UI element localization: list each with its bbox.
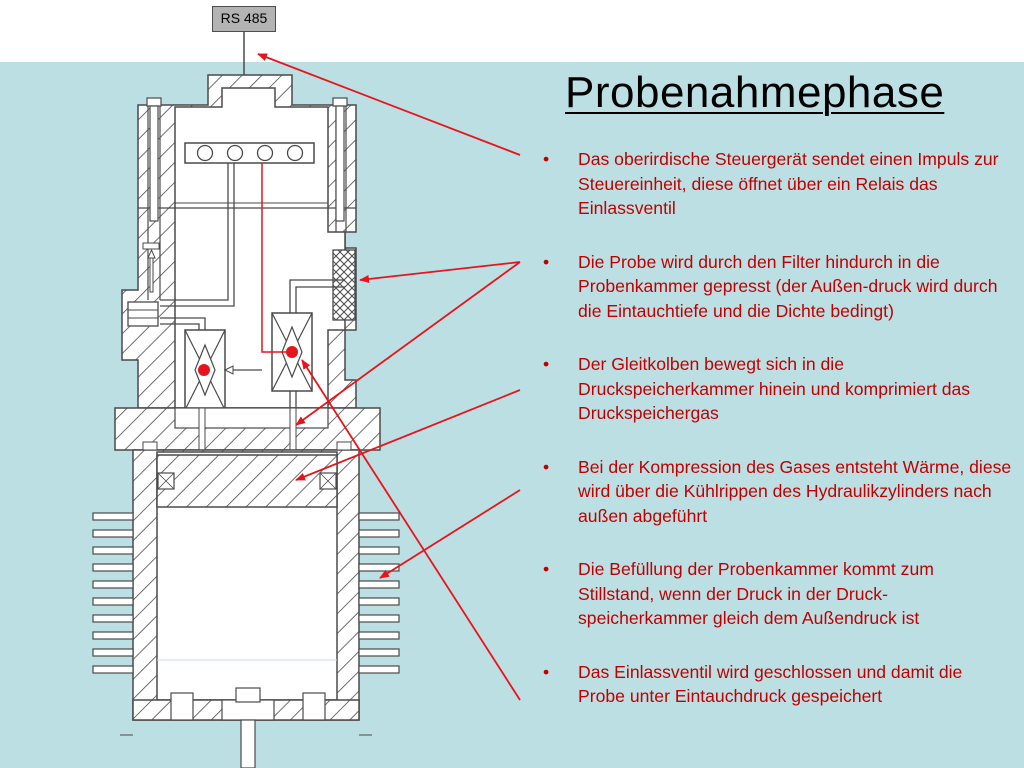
bullet-item: Bei der Kompression des Gases entsteht W… (543, 455, 1013, 529)
bullet-list: Das oberirdische Steuergerät sendet eine… (543, 147, 1013, 709)
flange (114, 407, 381, 454)
rs485-interface-label: RS 485 (212, 6, 276, 32)
hydraulic-cylinder (132, 441, 360, 721)
pointer-arrow-2a (359, 261, 521, 283)
inlet-fitting (127, 242, 160, 327)
bullet-item: Die Befüllung der Probenkammer kommt zum… (543, 557, 1013, 631)
pointer-arrow-3 (295, 389, 521, 481)
pointer-arrow-4 (379, 489, 521, 579)
top-screws (146, 97, 348, 222)
pointer-arrows (257, 53, 521, 701)
control-wire (261, 163, 286, 353)
relay-valve-left (184, 329, 262, 411)
gliding-piston (156, 454, 338, 508)
bullet-item: Das Einlassventil wird geschlossen und d… (543, 660, 1013, 709)
bottom-assembly (120, 687, 372, 768)
pointer-arrow-6 (301, 359, 521, 701)
slide-title: Probenahmephase (565, 68, 945, 117)
bullet-item: Das oberirdische Steuergerät sendet eine… (543, 147, 1013, 221)
cooling-fins (92, 512, 400, 674)
pointer-arrow-1 (257, 53, 521, 156)
pointer-arrow-2b (295, 261, 521, 426)
bullet-item: Die Probe wird durch den Filter hindurch… (543, 250, 1013, 324)
bullet-item: Der Gleitkolben bewegt sich in die Druck… (543, 352, 1013, 426)
filter (332, 249, 356, 321)
terminal-block (184, 142, 315, 164)
